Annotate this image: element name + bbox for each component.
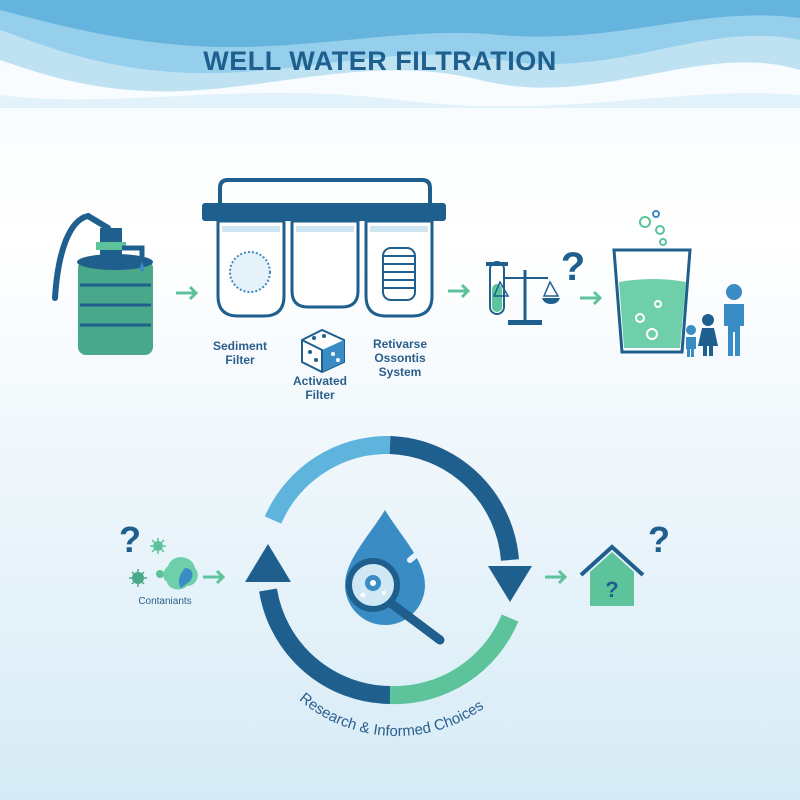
contaminants-icon <box>129 538 198 590</box>
water-glass-icon <box>612 210 692 354</box>
family-icon <box>686 284 744 357</box>
water-drop-magnifier-icon <box>345 510 445 645</box>
question-mark-icon: ? <box>648 519 670 560</box>
question-mark-icon: ? <box>119 519 141 560</box>
cycle-arrowhead-down <box>488 566 532 602</box>
test-tube-scale-icon <box>486 261 560 325</box>
arrow-icon <box>176 283 603 585</box>
cycle-arrows-icon <box>259 435 519 705</box>
activated-carbon-cube-icon <box>301 328 345 374</box>
house-icon: ? <box>579 544 645 606</box>
contaminants-label: Contaniants <box>138 596 192 607</box>
wave-header <box>0 0 800 108</box>
filter-system-icon <box>202 178 446 318</box>
activated-filter-label: Activated Filter <box>292 374 348 402</box>
sediment-filter-label: Sediment Filter <box>212 339 267 367</box>
page-title: WELL WATER FILTRATION <box>203 46 557 76</box>
svg-text:?: ? <box>605 577 618 602</box>
reverse-osmosis-label: Retivarse Ossontis System <box>372 337 428 379</box>
question-mark-icon: ? <box>561 245 585 289</box>
well-pump-icon <box>52 212 153 355</box>
cycle-arrowhead-up <box>245 544 291 582</box>
